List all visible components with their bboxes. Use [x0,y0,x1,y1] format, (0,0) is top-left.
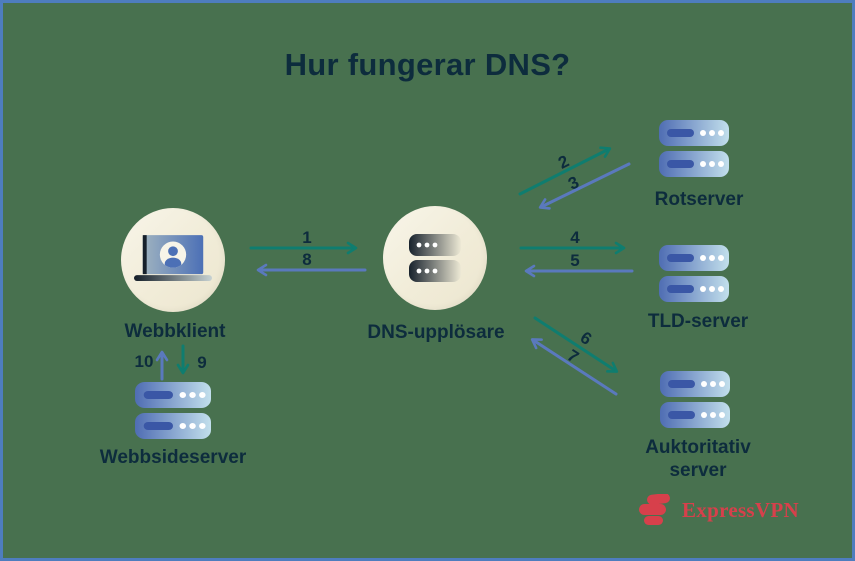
step-number-8: 8 [302,250,311,269]
authoritative-server-label: Auktoritativ server [645,436,751,482]
arrow-step-3 [538,162,631,210]
tld-server-label: TLD-server [647,311,749,332]
website-server-label: Webbsideserver [99,447,247,468]
arrow-step-6 [533,316,619,373]
step-number-10: 10 [135,352,154,371]
arrow-step-2 [518,146,612,196]
dns-resolver-server-icon [409,234,461,282]
page-title: Hur fungerar DNS? [284,47,571,82]
rotserver-label: Rotserver [654,189,744,210]
tld-server-icon [659,245,729,302]
step-number-3: 3 [565,172,582,193]
step-number-7: 7 [564,346,582,367]
laptop-user-icon [134,235,212,281]
step-number-5: 5 [570,251,579,270]
step-number-1: 1 [302,228,311,247]
dns-resolver-label: DNS-upplösare [367,322,505,343]
step-number-4: 4 [570,228,580,247]
authoritative-server-icon [660,371,730,428]
expressvpn-wordmark: ExpressVPN [682,498,799,522]
website-server-icon [135,382,211,439]
flow-arrows-layer: 1 8 2 3 4 5 6 7 9 10 [135,146,634,396]
dns-resolver-node [383,206,487,310]
webbklient-node [121,208,225,312]
expressvpn-icon [639,494,670,525]
webbklient-label: Webbklient [124,321,226,342]
expressvpn-logo: ExpressVPN [639,494,799,527]
authoritative-server-label-line1: Auktoritativ [645,437,751,458]
rotserver-icon [659,120,729,177]
step-number-2: 2 [555,151,572,172]
authoritative-server-label-line2: server [669,460,727,481]
step-number-9: 9 [197,353,206,372]
arrow-step-7 [530,338,618,396]
